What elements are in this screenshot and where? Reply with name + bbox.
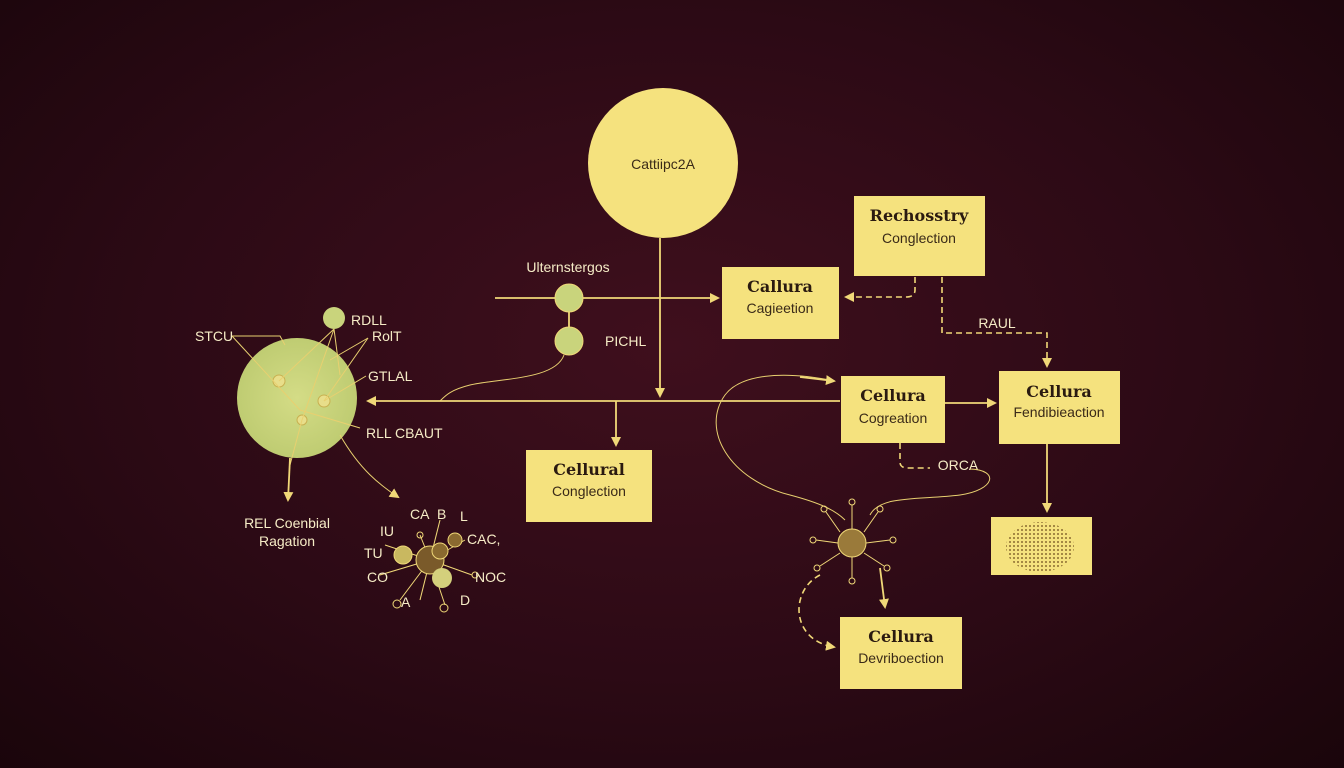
top-node-label: Cattiipc2A xyxy=(631,156,695,172)
pichl-node[interactable] xyxy=(554,326,584,356)
cluster-label: IU xyxy=(380,523,394,539)
box-title: Cellural xyxy=(553,460,625,479)
box-cellural-conglection[interactable]: Cellural Conglection xyxy=(526,450,652,522)
ulterns-node[interactable] xyxy=(554,283,584,313)
rolt-label: RolT xyxy=(372,328,402,344)
pichl-edge xyxy=(439,354,565,402)
box-title: Cellura xyxy=(868,627,934,646)
box-cellura-fendibieaction[interactable]: Cellura Fendibieaction xyxy=(999,371,1120,444)
orca-edge xyxy=(899,443,930,469)
rechosstry-to-callura-edge xyxy=(844,277,916,302)
cluster-node xyxy=(379,519,479,613)
box-subtitle: Cogreation xyxy=(859,410,928,426)
box-title: Cellura xyxy=(860,386,926,405)
raul-label: RAUL xyxy=(978,315,1016,331)
ulterns-label: Ulternstergos xyxy=(526,259,609,275)
neuron-to-dev-edge xyxy=(879,567,889,609)
box-title: Callura xyxy=(747,277,813,296)
orca-label: ORCA xyxy=(938,457,979,473)
cluster-label: CAC, xyxy=(467,531,500,547)
cluster-label: CO xyxy=(367,569,388,585)
cell-node[interactable] xyxy=(237,338,357,458)
neuron-right xyxy=(809,498,897,585)
box-subtitle: Conglection xyxy=(882,230,956,246)
box-cellura-devriboection[interactable]: Cellura Devriboection xyxy=(840,617,962,689)
cluster-label: NOC xyxy=(475,569,506,585)
cell-connectors xyxy=(231,328,369,466)
box-subtitle: Devriboection xyxy=(858,650,944,666)
cell-to-output-edge xyxy=(283,457,294,502)
box-cellura-cogreation[interactable]: Cellura Cogreation xyxy=(841,376,945,443)
cluster-label: L xyxy=(460,508,468,524)
neuron-dashed-edge xyxy=(798,574,836,651)
box-callura[interactable]: Callura Cagieetion xyxy=(722,267,839,339)
feedback-curve xyxy=(715,374,846,521)
cluster-label: B xyxy=(437,506,446,522)
output-line1: REL Coenbial xyxy=(244,515,330,531)
cluster-label: A xyxy=(401,594,411,610)
cluster-label: TU xyxy=(364,545,383,561)
box-title: Cellura xyxy=(1026,382,1092,401)
gtlal-label: GTLAL xyxy=(368,368,413,384)
feedback-arrow xyxy=(799,375,836,386)
texture-panel xyxy=(991,517,1092,575)
box-subtitle: Conglection xyxy=(552,483,626,499)
stcu-label: STCU xyxy=(195,328,233,344)
cell-to-cluster-edge xyxy=(339,434,400,499)
box-subtitle: Fendibieaction xyxy=(1013,404,1104,420)
box-rechosstry[interactable]: Rechosstry Conglection xyxy=(854,196,985,276)
rllcbaut-label: RLL CBAUT xyxy=(366,425,443,441)
pichl-label: PICHL xyxy=(605,333,646,349)
cluster-label: D xyxy=(460,592,470,608)
output-line2: Ragation xyxy=(259,533,315,549)
box-title: Rechosstry xyxy=(870,206,969,225)
cluster-label: CA xyxy=(410,506,430,522)
top-node[interactable]: Cattiipc2A xyxy=(588,88,738,238)
orca-curve xyxy=(869,468,991,516)
rdll-node[interactable] xyxy=(323,307,345,329)
rdll-label: RDLL xyxy=(351,312,387,328)
box-subtitle: Cagieetion xyxy=(747,300,814,316)
